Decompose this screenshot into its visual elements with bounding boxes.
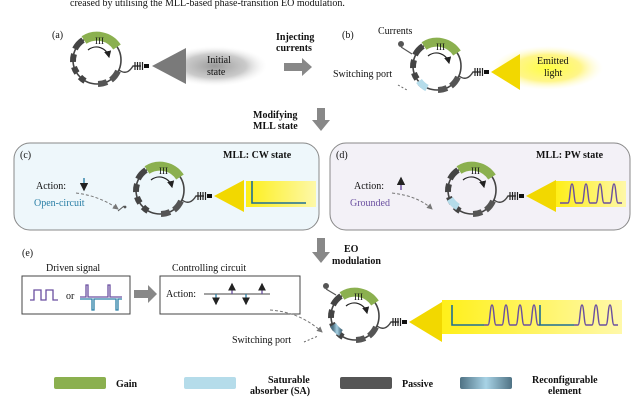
legend-swatch-gain [54, 377, 106, 389]
panel-a-tag: (a) [52, 30, 63, 41]
injecting-label-1: Injecting [276, 32, 314, 43]
pulse-wave-blue [80, 298, 122, 311]
step-arrow-down-2 [312, 238, 330, 263]
eo-label-2: modulation [332, 256, 381, 267]
panel-c-tag: (c) [20, 150, 31, 161]
currents-label: Currents [378, 26, 413, 37]
step-eo: EO modulation [312, 238, 381, 267]
panel-d: (d) MLL: PW state Action: Grounded III [329, 142, 631, 231]
driven-signal-label: Driven signal [46, 263, 100, 274]
current-probe-icon-e [323, 283, 329, 289]
panel-e-action: Action: [166, 289, 196, 300]
panel-d-title: MLL: PW state [536, 150, 604, 161]
pulse-trace-d [560, 183, 622, 204]
driven-signal-box [21, 275, 131, 315]
panel-c: (c) MLL: CW state Action: Open-circuit I… [13, 142, 320, 231]
step-injecting: Injecting currents [276, 32, 314, 76]
or-text: or [66, 291, 75, 302]
panel-c-action: Action: [36, 181, 66, 192]
caption-fragment: creased by utilising the MLL-based phase… [70, 0, 345, 9]
controlling-circuit-box [159, 275, 301, 315]
output-cone-yellow-c [214, 180, 244, 212]
cw-trace-e2 [539, 305, 574, 326]
legend-label-sa-1: Saturable [268, 375, 310, 386]
emitted-label-1: Emitted [537, 56, 569, 67]
step-arrow-right-2 [134, 285, 157, 303]
panel-c-title: MLL: CW state [223, 150, 292, 161]
pulse-trace-e [484, 304, 540, 326]
output-cone-grey [152, 48, 186, 84]
legend-label-sa-2: absorber (SA) [250, 386, 310, 397]
legend-label-passive-1: Passive [402, 379, 434, 390]
modifying-label-2: MLL state [253, 121, 298, 132]
square-wave-purple [30, 289, 58, 301]
panel-e-tag: (e) [22, 248, 33, 259]
initial-state-glow [163, 46, 267, 86]
panel-d-action-desc: Grounded [350, 198, 390, 209]
legend-swatch-reconfigurable [460, 377, 512, 389]
legend-label-reconf-2: element [548, 386, 582, 397]
panel-b-tag: (b) [342, 30, 354, 41]
legend-label-reconf-1: Reconfigurable [532, 375, 598, 386]
pulse-wave-purple [80, 284, 122, 298]
legend: Gain Saturable absorber (SA) Passive Rec… [54, 375, 598, 397]
emitted-label-2: light [544, 68, 563, 79]
panel-b-ring-label: III [436, 42, 445, 52]
legend-label-gain-1: Gain [116, 379, 138, 390]
panel-e-ring-label: III [354, 292, 363, 302]
panel-a: (a) III Initial state [52, 30, 267, 86]
output-cone-yellow-e [409, 302, 442, 342]
output-cone-yellow-b [491, 54, 520, 90]
step-modifying: Modifying MLL state [253, 108, 330, 132]
emitted-light-glow [493, 46, 603, 90]
panel-c-action-desc: Open-circuit [34, 198, 85, 209]
panel-e: (e) Driven signal or Controlling circuit… [21, 248, 622, 346]
cw-trace [251, 181, 306, 204]
modifying-label-1: Modifying [253, 110, 297, 121]
output-cone-yellow-d [526, 180, 556, 212]
panel-a-ring-label: III [95, 36, 104, 46]
eo-label-1: EO [344, 244, 359, 255]
controlling-circuit-label: Controlling circuit [172, 263, 246, 274]
panel-c-ring-label: III [159, 166, 168, 176]
cw-trace-e1 [451, 305, 484, 326]
legend-swatch-sa [184, 377, 236, 389]
step-arrow-right-1 [284, 58, 312, 76]
panel-d-ring-label: III [471, 166, 480, 176]
injecting-label-2: currents [276, 43, 312, 54]
panel-d-action: Action: [354, 181, 384, 192]
switching-port-label-b: Switching port [333, 69, 392, 80]
panel-d-tag: (d) [336, 150, 348, 161]
pulse-trace-e2 [574, 304, 618, 326]
switching-port-label-e: Switching port [232, 335, 291, 346]
initial-label-2: state [207, 67, 226, 78]
legend-swatch-passive [340, 377, 392, 389]
current-probe-icon [398, 41, 404, 47]
step-arrow-down-1 [312, 108, 330, 131]
panel-b: (b) Currents III Switching port Emitted … [333, 26, 603, 90]
initial-label-1: Initial [207, 55, 231, 66]
